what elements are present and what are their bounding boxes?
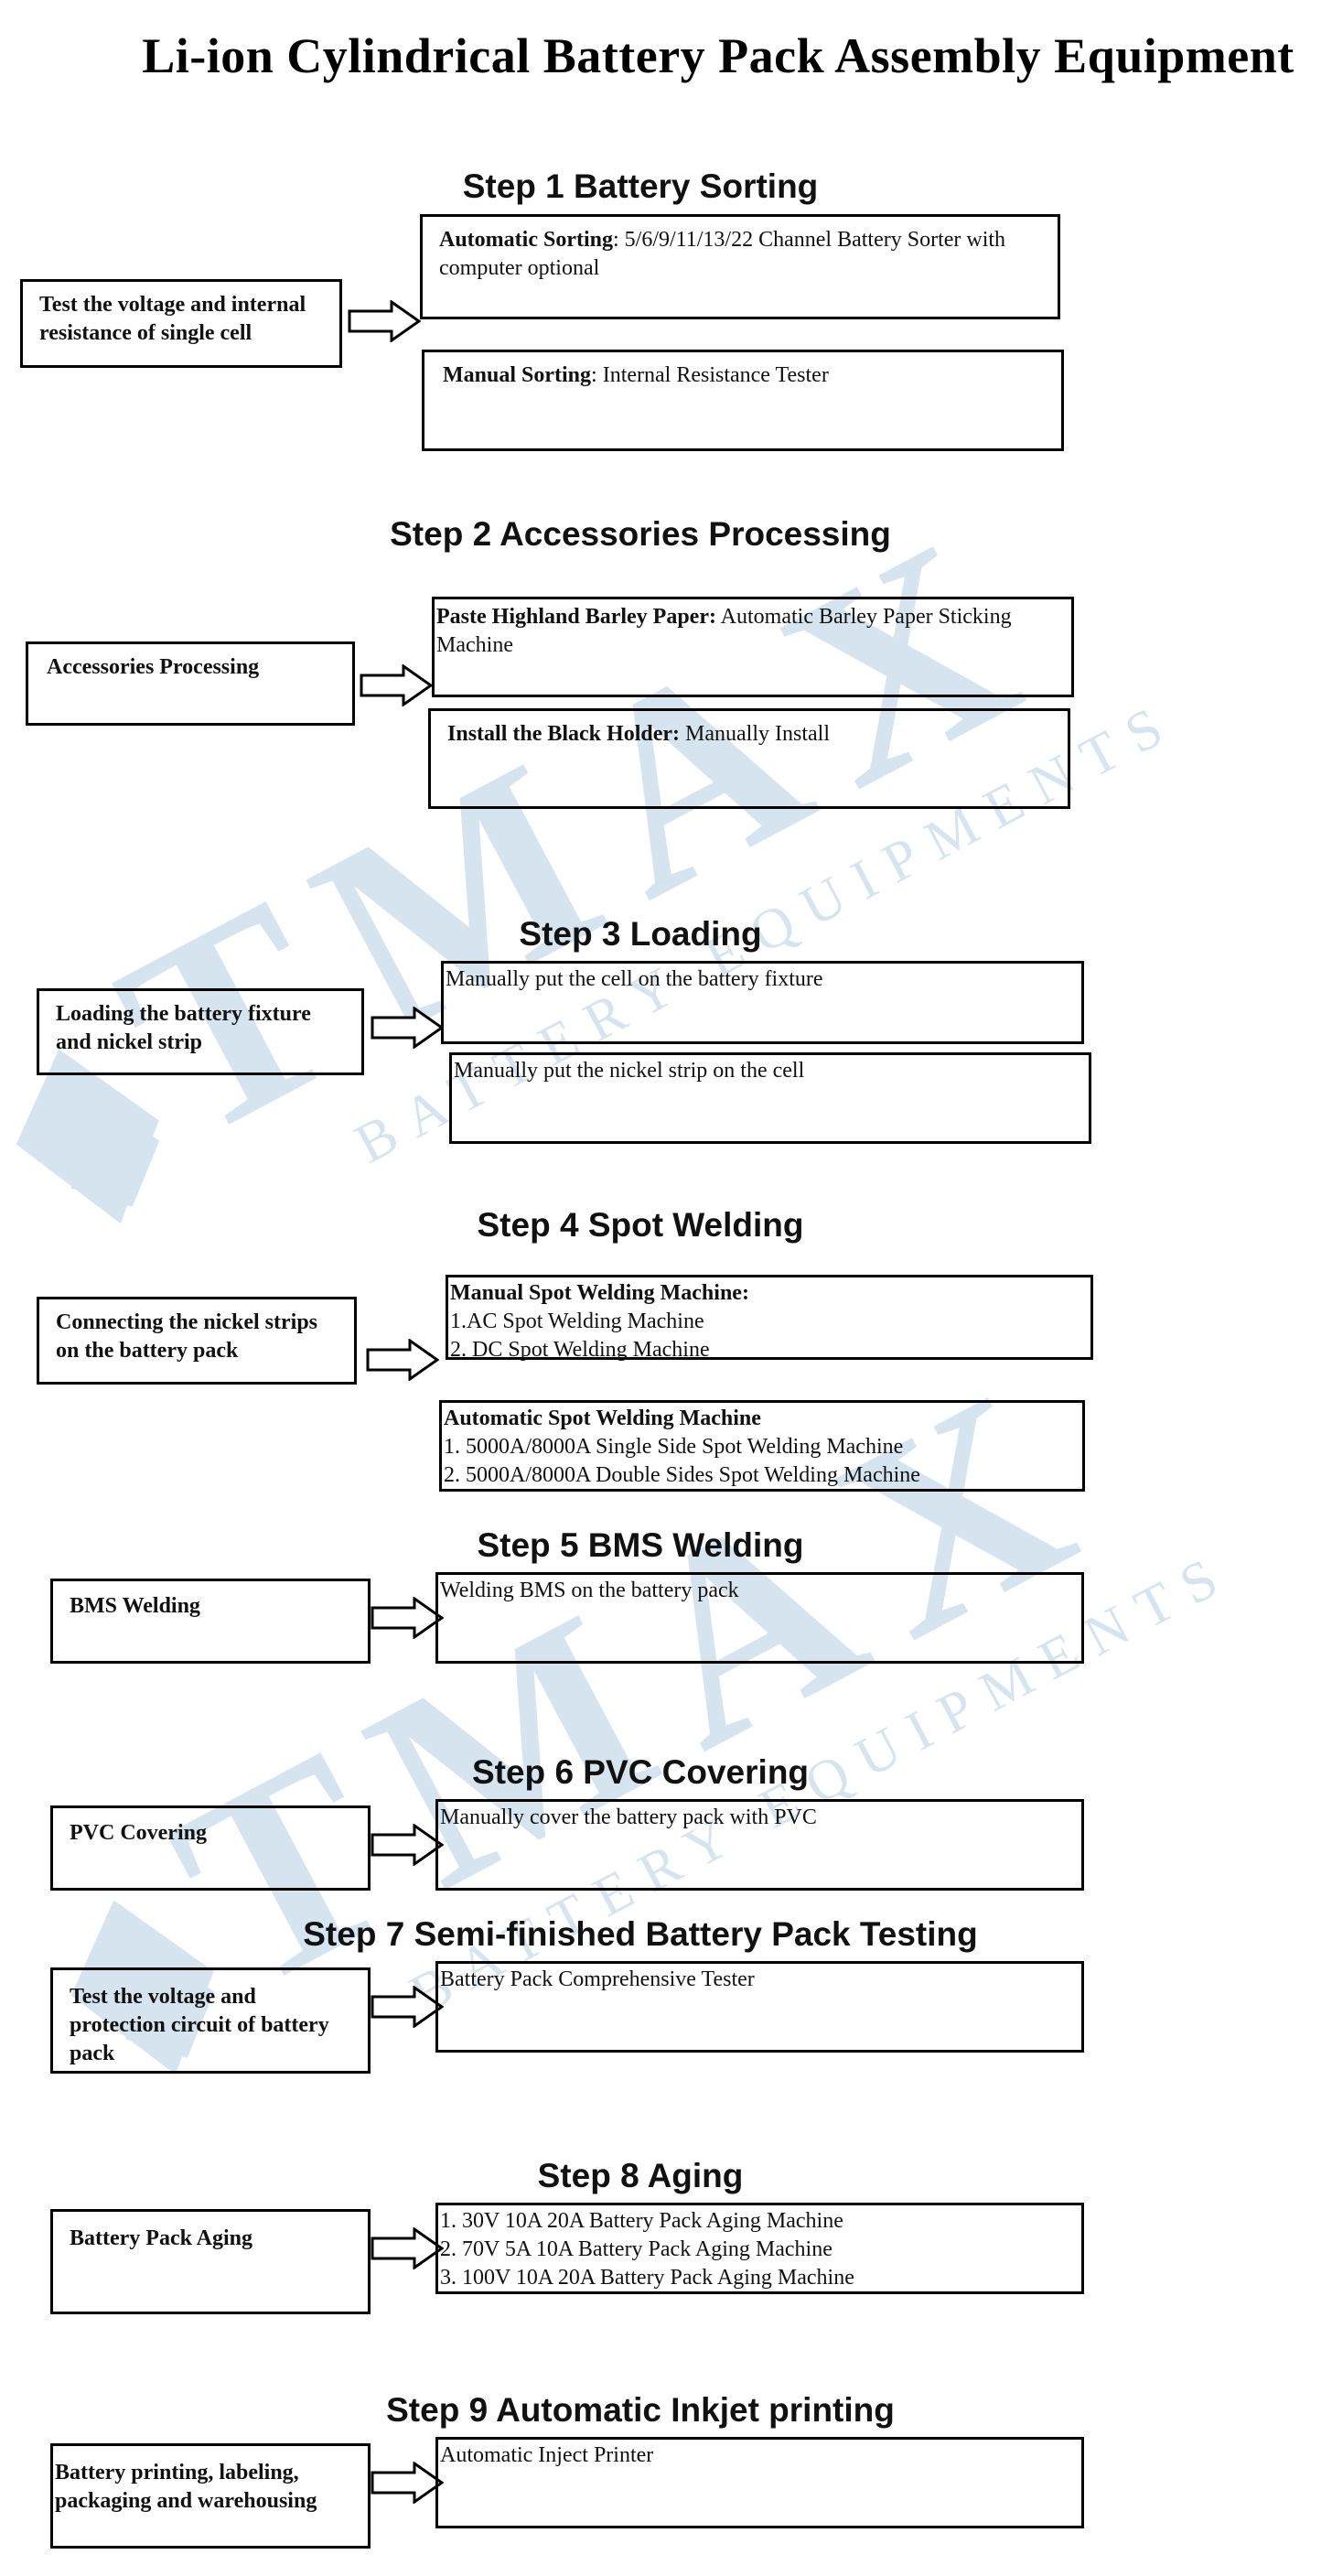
step-4-option-box: Automatic Spot Welding Machine 1. 5000A/… [439, 1400, 1085, 1492]
step-1-option-box: Automatic Sorting: 5/6/9/11/13/22 Channe… [420, 214, 1060, 319]
watermark-logo-icon [16, 1049, 160, 1224]
step-6-heading: Step 6 PVC Covering [471, 1753, 810, 1791]
step-3-option-1-text: Manually put the cell on the battery fix… [446, 967, 823, 991]
step-9-arrow-icon [371, 2462, 444, 2504]
step-5-heading: Step 5 BMS Welding [477, 1526, 804, 1564]
step-1-option-1-label: Automatic Sorting [439, 228, 613, 252]
step-4-heading: Step 4 Spot Welding [477, 1206, 804, 1244]
step-1-option-2-text: : Internal Resistance Tester [591, 363, 829, 387]
step-6-option-1-text: Manually cover the battery pack with PVC [440, 1805, 817, 1829]
page-title: Li-ion Cylindrical Battery Pack Assembly… [142, 28, 1294, 83]
step-7-option-1-text: Battery Pack Comprehensive Tester [440, 1967, 755, 1991]
step-2-heading: Step 2 Accessories Processing [390, 515, 891, 553]
step-4-task-box: Connecting the nickel strips on the batt… [37, 1297, 357, 1385]
step-8-task-box: Battery Pack Aging [50, 2209, 371, 2314]
step-5-task-box: BMS Welding [50, 1579, 371, 1664]
step-8-option-box: 1. 30V 10A 20A Battery Pack Aging Machin… [435, 2203, 1084, 2294]
step-8-option-1-line-1: 1. 30V 10A 20A Battery Pack Aging Machin… [440, 2209, 843, 2233]
step-1-option-2-label: Manual Sorting [443, 363, 592, 387]
step-9-heading: Step 9 Automatic Inkjet printing [386, 2391, 895, 2429]
step-5-arrow-icon [371, 1597, 444, 1639]
step-2-arrow-icon [360, 664, 433, 706]
step-2-option-2-label: Install the Black Holder: [447, 722, 681, 746]
step-7-option-box: Battery Pack Comprehensive Tester [435, 1961, 1084, 2053]
step-7-task-box: Test the voltage and protection circuit … [50, 1967, 371, 2074]
step-6-arrow-icon [371, 1824, 444, 1866]
step-2-option-1-label: Paste Highland Barley Paper: [436, 605, 716, 629]
step-7-arrow-icon [371, 1986, 444, 2028]
step-9-option-box: Automatic Inject Printer [435, 2437, 1084, 2528]
step-5-option-1-text: Welding BMS on the battery pack [440, 1579, 739, 1602]
step-1-option-1-text: : 5/6/9/11/13/22 Channel Battery Sorter … [439, 228, 1006, 280]
step-4-option-1-line-1: 1.AC Spot Welding Machine [450, 1310, 704, 1333]
step-8-option-1-line-3: 3. 100V 10A 20A Battery Pack Aging Machi… [440, 2266, 854, 2290]
step-2-option-2-text: Manually Install [680, 722, 830, 746]
step-3-option-box: Manually put the nickel strip on the cel… [449, 1052, 1091, 1144]
step-4-option-2-line-2: 2. 5000A/8000A Double Sides Spot Welding… [444, 1463, 920, 1487]
step-4-option-1-label: Manual Spot Welding Machine: [450, 1281, 749, 1305]
step-1-heading: Step 1 Battery Sorting [462, 167, 819, 205]
step-3-heading: Step 3 Loading [519, 915, 762, 953]
step-3-option-2-text: Manually put the nickel strip on the cel… [454, 1059, 805, 1083]
step-3-option-box: Manually put the cell on the battery fix… [441, 961, 1084, 1044]
step-6-task-box: PVC Covering [50, 1805, 371, 1891]
step-2-option-box: Install the Black Holder: Manually Insta… [428, 708, 1070, 809]
step-7-heading: Step 7 Semi-finished Battery Pack Testin… [303, 1915, 978, 1953]
step-1-task-box: Test the voltage and internal resistance… [20, 279, 342, 368]
step-4-option-2-label: Automatic Spot Welding Machine [444, 1407, 761, 1430]
step-4-option-1-line-2: 2. DC Spot Welding Machine [450, 1338, 710, 1362]
step-9-task-box: Battery printing, labeling, packaging an… [50, 2443, 371, 2549]
step-8-arrow-icon [371, 2227, 444, 2269]
step-8-option-1-line-2: 2. 70V 5A 10A Battery Pack Aging Machine [440, 2237, 832, 2261]
step-1-arrow-icon [348, 300, 421, 342]
step-9-option-1-text: Automatic Inject Printer [440, 2443, 654, 2467]
step-1-option-box: Manual Sorting: Internal Resistance Test… [422, 350, 1064, 451]
watermark-logo-icon [70, 1900, 215, 2075]
step-3-arrow-icon [371, 1007, 444, 1049]
step-5-option-box: Welding BMS on the battery pack [435, 1572, 1084, 1664]
step-4-option-2-line-1: 1. 5000A/8000A Single Side Spot Welding … [444, 1435, 904, 1459]
step-2-task-box: Accessories Processing [26, 641, 355, 726]
step-2-option-1-text: Automatic Barley Paper Sticking Machine [436, 605, 1012, 657]
step-8-heading: Step 8 Aging [537, 2157, 744, 2194]
step-3-task-box: Loading the battery fixture and nickel s… [37, 988, 364, 1075]
step-6-option-box: Manually cover the battery pack with PVC [435, 1799, 1084, 1891]
step-4-arrow-icon [366, 1339, 439, 1381]
step-4-option-box: Manual Spot Welding Machine: 1.AC Spot W… [446, 1275, 1093, 1362]
step-2-option-box: Paste Highland Barley Paper: Automatic B… [432, 597, 1074, 697]
